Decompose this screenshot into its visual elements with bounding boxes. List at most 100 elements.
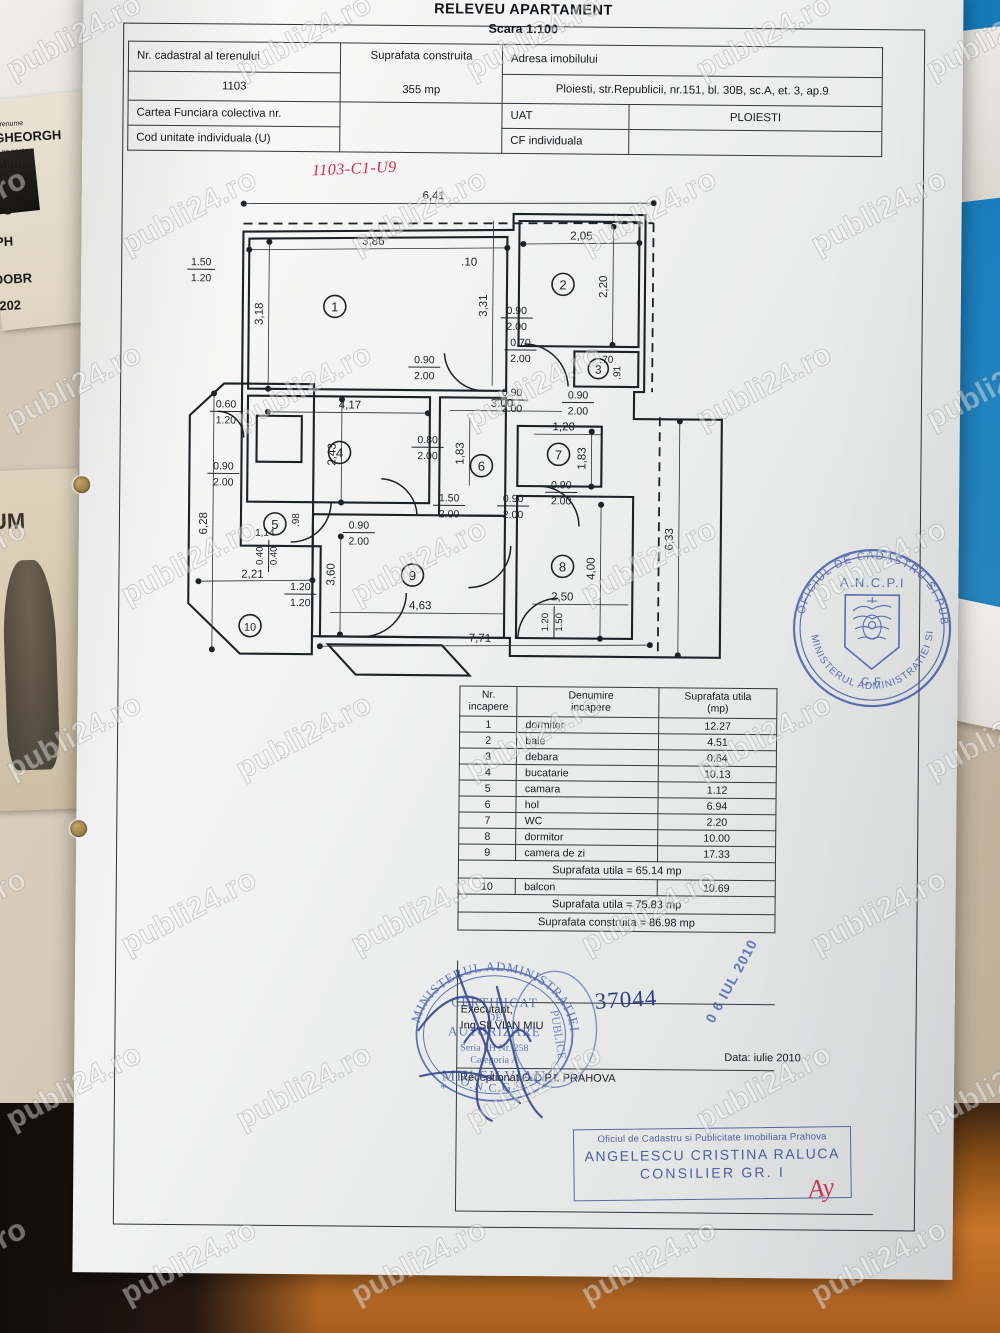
handwritten-unit-code: 1103-C1-U9 [311,158,398,180]
room-area: 6.94 [657,798,777,816]
dim-386: 3,86 [362,236,384,248]
dim-205: 2,05 [570,230,592,242]
dim-360: 3,60 [325,563,337,585]
room-number-5: 5 [271,517,278,532]
opening-label-15-top: 0.90 [507,305,528,317]
oval-autorizare-text: AUTORIZARE [448,1023,541,1039]
opening-label-5-bot: 2.00 [213,476,234,488]
opening-080-200: 0.802.00 [411,434,444,462]
id-text-year: ,202 [0,297,22,314]
opening-label-2-top: 0.70 [510,337,531,349]
room-nr: 1 [459,716,518,733]
room-marker-1: 1 [323,294,347,319]
room-nr: 10 [458,878,516,895]
opening-label-8-bot: 2.00 [503,509,524,521]
opening-label-13-top: 1.20 [290,581,311,593]
room-name: WC [516,812,658,831]
id-text-oobr: OOBR [0,270,33,288]
opening-090-200-b: 0.902.00 [496,387,529,415]
room-marker-2: 2 [551,272,575,297]
opening-120-120: 1.201.20 [284,581,317,609]
ocpi-stamp-name: ANGELESCU CRISTINA RALUCA [584,1145,841,1165]
room-nr: 9 [458,844,516,861]
dim-628: 6,28 [198,512,210,534]
built-area-value: 355 mp [402,83,441,97]
opening-150-120-bottom: 1.501.20 [540,606,565,639]
opening-090-200-d: 0.90 2.00 [497,493,530,521]
col-nr-l1: Nr. [481,689,496,701]
total-built-area: Suprafata construita = 86.98 mp [457,912,776,934]
opening-label-10-bot: 2.00 [551,495,572,507]
id-text-mun: Mun. [0,156,26,172]
opening-070-200: 0.702.00 [504,337,537,365]
room-area: 10.00 [657,830,776,848]
opening-090-200-c: 0.902.00 [207,460,240,489]
label-address: Adresa imobilului [502,44,883,78]
oval-seria-text: Seria PH Nr. 258 [460,1043,528,1055]
room-marker-4: 4 [327,440,352,465]
dim-250: 2,50 [551,591,573,603]
col-sup-l1: Suprafata utila [684,691,752,704]
value-cf-individual [628,129,882,157]
plan-dimension-labels: 6,41 3,86 2,05 .10 2,20 3,31 3,18 4,17 2… [198,190,676,645]
opening-label-8-top: 0.90 [503,493,524,505]
col-den-l2: incapere [571,702,611,714]
document-date: Data: iulie 2010 [724,1051,801,1065]
id-text-name: GHEORGH [0,127,62,146]
plan-dimension-dots [195,200,683,659]
room-marker-6: 6 [469,453,494,478]
oval-categoria-text: Categoria A [470,1055,519,1066]
oval-de-text: DE [487,1012,502,1024]
hole-punch-top [73,476,91,494]
room-name: dormitor [515,828,658,847]
room-name: debara [516,748,659,767]
dim-220: 2,20 [598,275,610,297]
opening-label-3-top: 0.90 [502,387,523,399]
room-name: camara [516,780,659,799]
dim-300: 3,00 [491,398,513,410]
opening-150-120-left: 1.501.20 [187,256,216,284]
dim-bottom-outer: 7,71 [469,633,491,645]
id-text-domiciliu: Domiciliu [0,173,30,183]
hole-punch-bottom [70,820,88,838]
value-uat: PLOIESTI [628,104,883,132]
id-text-s: S [3,203,13,218]
plan-walls [187,212,723,677]
room-area: 4.51 [658,734,777,752]
label-collective-land-book: Cartea Funciara colectiva nr. [127,100,341,127]
table-total-row: Suprafata construita = 86.98 mp [457,912,776,934]
room-nr: 7 [458,812,517,829]
room-area: 17.33 [657,846,776,864]
stamp-cf-text: C.F [861,676,882,688]
room-number-1: 1 [331,299,338,314]
room-area: 0.64 [658,750,777,768]
room-nr: 6 [458,796,517,813]
dim-318: 3,18 [254,302,266,324]
room-name: dormitor [516,716,659,735]
opening-label-7-bot: 2.00 [439,508,460,520]
room-area: 1.12 [658,782,777,800]
opening-label-1-top: 0.90 [414,354,435,366]
dim-098: .98 [291,513,302,527]
room-area: 12.27 [658,718,777,736]
room-area: 10.13 [658,766,777,784]
col-sup-l2: (mp) [707,703,729,715]
handwritten-unit-code-wrap: 1103-C1-U9 [311,158,398,180]
opening-label-7-top: 1.50 [439,492,460,504]
eagle-icon [852,597,892,640]
rooms-table: Nr. incapere Denumire incapere Suprafata… [457,685,778,934]
header-table: Nr. cadastral al terenului Suprafata con… [127,41,883,158]
opening-label-15-bot: 2.00 [506,321,527,333]
dim-070: .70 [599,355,613,366]
room-area: 2.20 [657,814,776,832]
opening-label-9-top: 0.90 [568,389,589,401]
floor-plan-drawing: 1 2 3 4 5 6 7 8 9 10 6,41 3,86 2,05 .10 [187,190,723,677]
dim-243: 2,43 [326,443,338,465]
table-header-row: Nr. incapere Denumire incapere Suprafata… [459,685,778,720]
room-marker-5: 5 [263,512,287,536]
background-document-figure [1,559,61,771]
room-name: baie [516,732,659,751]
label-uat: UAT [501,103,630,130]
opening-060-120: 0.601.20 [209,398,242,427]
plan-dashed-boundary [243,222,661,658]
